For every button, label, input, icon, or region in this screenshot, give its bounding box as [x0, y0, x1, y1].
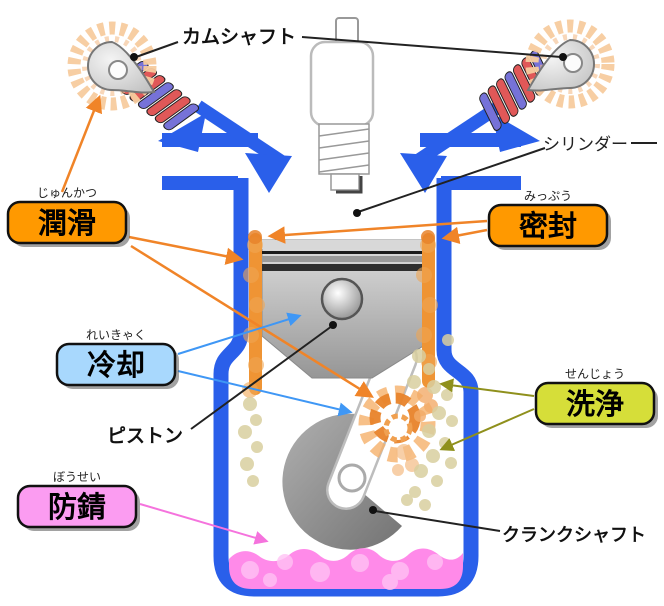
spark-plug-insulator [309, 40, 375, 128]
piston [261, 239, 434, 379]
oil-film-left [242, 230, 265, 398]
furigana-lubrication: じゅんかつ [37, 186, 97, 200]
pointer-piston [190, 325, 333, 430]
label-rust-prevention: 防錆 [48, 490, 106, 524]
box-rust-prevention: ぼうせい 防錆 [16, 470, 140, 531]
arrow-cooling-to-rod [177, 370, 353, 417]
camshaft-right [525, 19, 615, 109]
crank-pin [383, 413, 413, 443]
crankshaft-assembly [282, 338, 436, 550]
pointer-crankshaft [374, 510, 501, 532]
flow-chevron-left [158, 113, 206, 152]
label-cooling: 冷却 [87, 349, 145, 382]
cam-lobe-right [526, 38, 595, 92]
oil-film-right [414, 230, 438, 422]
furigana-sealing: みっぷう [524, 189, 572, 203]
cam-oil-fuzz-right [525, 19, 615, 109]
box-cleaning: せんじょう 洗浄 [534, 367, 658, 428]
spark-plug-electrode [336, 176, 363, 194]
arrow-cooling-to-piston [177, 312, 302, 355]
valve-right [400, 153, 447, 193]
piston-ring-1 [262, 251, 433, 254]
camshaft-left [67, 21, 157, 111]
label-cleaning: 洗浄 [566, 388, 624, 421]
arrow-sealing-to-right-ring [441, 226, 488, 244]
label-lubrication: 潤滑 [38, 207, 96, 240]
function-arrows [60, 94, 535, 545]
arrow-sealing-to-left-ring [267, 219, 488, 244]
arrow-lubrication-to-crank-pin [130, 244, 374, 398]
box-cooling: れいきゃく 冷却 [55, 328, 179, 389]
arrow-lubrication-to-cam [60, 94, 103, 193]
pointer-lines [135, 36, 657, 532]
cam-oil-fuzz-left [67, 21, 157, 111]
label-crankshaft: クランクシャフト [502, 525, 646, 545]
cam-hole-right [563, 53, 583, 73]
box-sealing: みっぷう 密封 [487, 189, 611, 250]
pointer-camshaft-left [135, 41, 179, 58]
oil-pipe-left-diagonal [194, 100, 288, 169]
cylinder-head-oil-galleries [162, 100, 521, 190]
rod-big-end-hole [337, 463, 367, 493]
box-lubrication: じゅんかつ 潤滑 [6, 186, 130, 247]
arrow-lubrication-to-cylinder-wall [128, 235, 244, 265]
furigana-rust-prevention: ぼうせい [53, 470, 101, 484]
piston-pin [320, 277, 364, 321]
arrow-rust-prevention-to-pool [139, 503, 269, 545]
furigana-cleaning: せんじょう [565, 367, 625, 381]
pointer-cylinder [357, 147, 546, 213]
pointer-dots [130, 53, 567, 514]
cam-hole-left [108, 60, 128, 80]
arrow-cleaning-lower [439, 408, 535, 451]
pointer-camshaft-right [301, 36, 562, 58]
piston-ring-2 [262, 264, 433, 271]
spark-plug [309, 17, 375, 194]
valve-left [245, 153, 292, 193]
oil-pool [229, 548, 463, 590]
label-camshaft: カムシャフト [182, 26, 296, 48]
spark-plug-tip [330, 173, 360, 191]
furigana-cooling: れいきゃく [86, 328, 146, 342]
oil-pipe-right-diagonal [410, 100, 504, 169]
label-piston: ピストン [107, 425, 183, 447]
arrow-cleaning-upper [439, 378, 535, 397]
label-cylinder: シリンダー [543, 135, 628, 154]
label-sealing: 密封 [519, 209, 577, 243]
